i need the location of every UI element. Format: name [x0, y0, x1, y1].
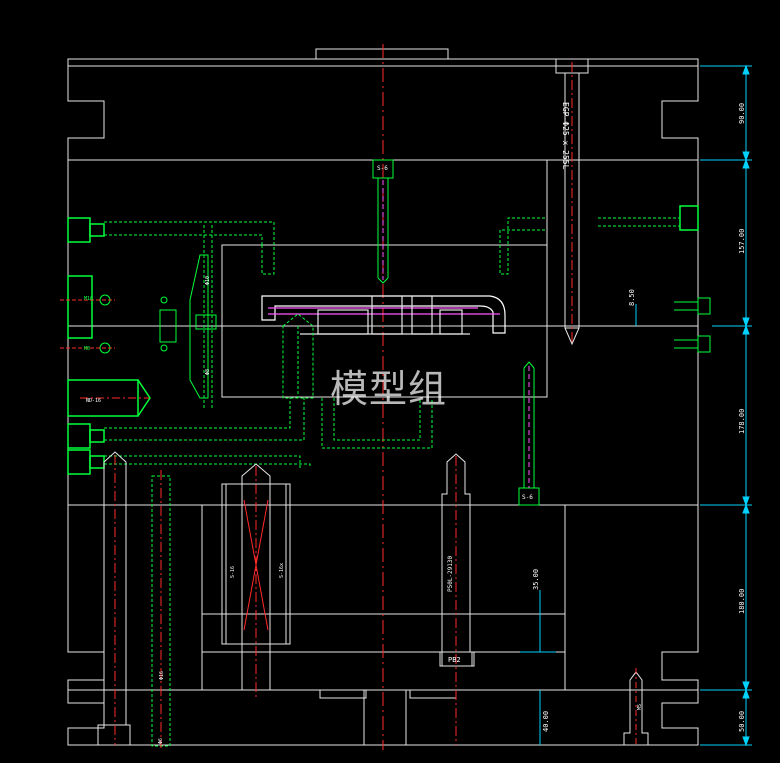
cooling-a-label: Φ10	[205, 276, 211, 285]
spring-cross	[243, 499, 269, 631]
support-pillar	[441, 453, 471, 653]
cap-screw-bottom	[518, 361, 540, 506]
pillar-tag-box	[441, 651, 473, 667]
core-pin	[282, 313, 314, 399]
dim-bottom-plate: 50.00	[738, 711, 746, 732]
dim-b-plate: 178.00	[738, 409, 746, 434]
bottom-b-label: M5	[637, 704, 643, 710]
spacer-block-right	[564, 504, 699, 691]
spring-b-label: S-16x	[279, 563, 285, 578]
cooling-plug	[67, 217, 91, 243]
bolt-head	[697, 297, 711, 315]
bottom-a-label: Φ6	[158, 738, 164, 744]
dim-a-plate: 157.00	[738, 229, 746, 254]
rod-label: Φ16	[159, 671, 165, 680]
guide-pin-label: EGP-Φ25 x 255L	[561, 102, 570, 170]
sprue-bushing-block	[315, 48, 449, 59]
cooling-plug	[679, 205, 699, 231]
molded-part	[261, 295, 506, 334]
pillar-tag: PB2	[448, 656, 461, 664]
dim-spacer: 180.00	[738, 589, 746, 614]
knockout-hole	[363, 689, 407, 746]
dim-clamp: 40.00	[542, 711, 550, 732]
guide-pin	[555, 58, 589, 346]
bolt-head	[697, 335, 711, 353]
dim-top-plate: 90.00	[738, 103, 746, 124]
cooling-channels	[104, 217, 680, 468]
ejector-rod	[241, 463, 271, 691]
bolt-a-label: M16	[84, 296, 93, 302]
slider-block	[189, 254, 209, 399]
spring-c-label: ND-16	[86, 398, 101, 404]
screw-top-label: S-6	[377, 165, 388, 172]
cap-screw-top	[372, 159, 394, 284]
bolt-b-label: M8	[84, 346, 90, 352]
dim-gap: 8.50	[628, 289, 636, 306]
spring-housing	[221, 483, 291, 645]
cooling-plug	[67, 423, 91, 449]
screw-bottom-label: S-6	[522, 494, 533, 501]
cooling-plug	[67, 449, 91, 475]
core-insert	[221, 244, 548, 398]
spring-a-label: S-16	[230, 566, 236, 578]
dim-stroke: 35.00	[532, 569, 540, 590]
bottom-stop-pin	[623, 671, 649, 746]
support-pillar-label: P50L-29130	[447, 555, 454, 592]
spacer-block-left	[67, 504, 203, 691]
return-pin-left	[103, 451, 127, 726]
cooling-b-label: Φ8	[205, 369, 211, 375]
